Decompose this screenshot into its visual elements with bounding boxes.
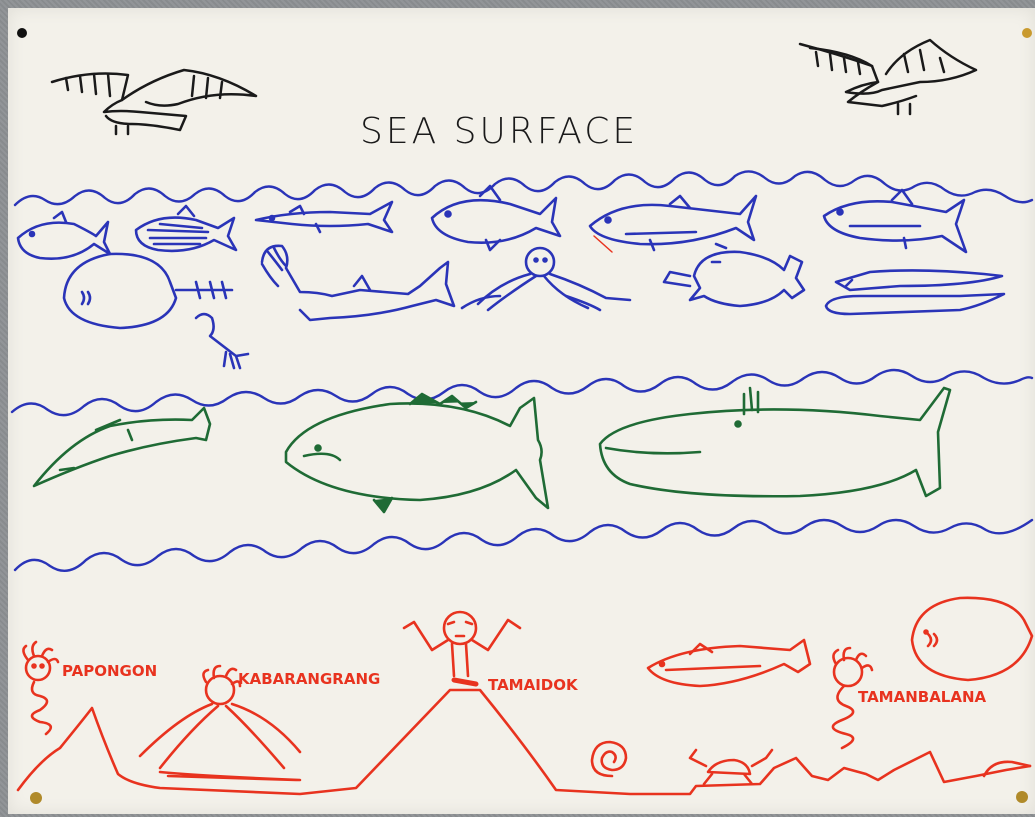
seagull-left: [52, 70, 256, 134]
blue-octopus: [462, 248, 630, 310]
label-tamanbalana: TAMANBALANA: [858, 688, 987, 706]
tamaidok-figure: [404, 612, 520, 684]
wave-line-middle: [12, 370, 1032, 415]
seagull-right: [800, 40, 976, 114]
label-kabarangrang: KABARANGRANG: [238, 670, 380, 688]
wave-line-bottom: [15, 520, 1032, 571]
blue-fish-5: [590, 196, 756, 252]
label-tamaidok: TAMAIDOK: [488, 676, 579, 694]
red-fish-1: [648, 640, 810, 686]
blue-fish-1: [18, 212, 110, 259]
blue-ray-fish: [64, 254, 232, 328]
poster-title: SEA SURFACE: [360, 111, 638, 152]
blue-mermaid: [262, 246, 454, 320]
blue-fish-3: [256, 202, 392, 232]
red-crab: [690, 750, 772, 784]
blue-fish-6: [824, 190, 966, 252]
pin-bottom-right: [1016, 791, 1028, 803]
red-snail-shell: [592, 742, 626, 776]
pin-top-left: [17, 28, 27, 38]
blue-sea-turtle: [664, 244, 804, 306]
pin-bottom-left: [30, 792, 42, 804]
green-swordfish: [34, 408, 210, 486]
papongon-figure: [23, 642, 58, 734]
green-whale: [600, 388, 950, 496]
wave-line-top: [15, 171, 1032, 205]
label-papongon: PAPONGON: [62, 662, 157, 680]
blue-fish-2: [136, 206, 236, 251]
green-tuna: [286, 394, 548, 512]
blue-fish-4: [432, 186, 560, 250]
blue-eels: [826, 270, 1004, 314]
pin-top-right: [1022, 28, 1032, 38]
blue-spoon-creature: [196, 314, 248, 368]
red-ray-fish: [912, 598, 1032, 680]
